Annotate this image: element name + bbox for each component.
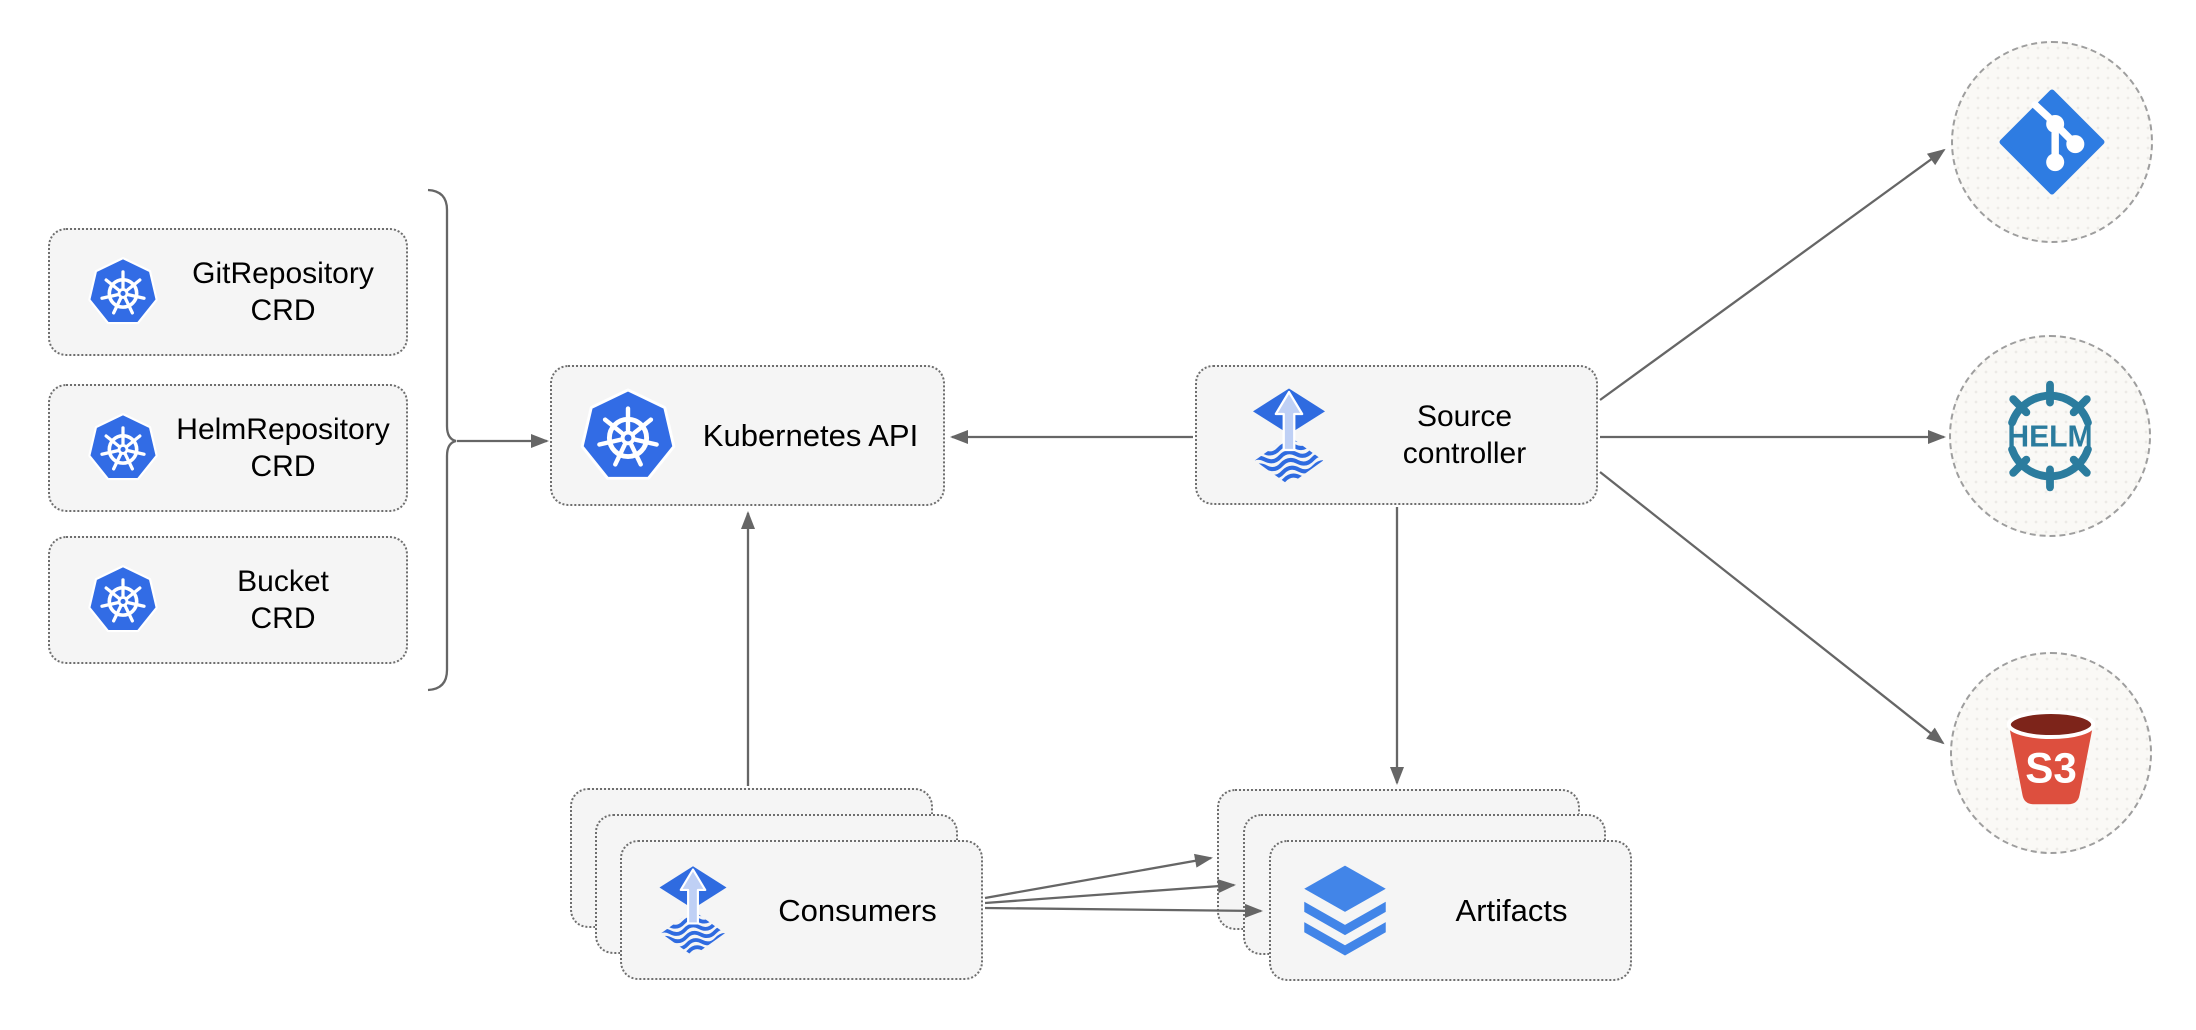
kubernetes-icon (86, 256, 160, 328)
artifacts-label: Artifacts (1455, 893, 1568, 928)
flux-icon (652, 863, 734, 957)
consumers-box: Consumers (620, 840, 983, 980)
source-controller-line1: Source (1416, 400, 1513, 433)
s3-source-circle: S3 (1950, 652, 2152, 854)
kubernetes-api-box: Kubernetes API (550, 365, 945, 506)
kubernetes-icon (578, 387, 678, 485)
crd-box-bucket-label: Bucket CRD (160, 563, 406, 637)
source-controller-box: Source controller (1195, 365, 1598, 505)
crd-box-helmrepository: HelmRepository CRD (48, 384, 408, 512)
s3-logo-text: S3 (2025, 745, 2077, 792)
source-controller-line2: controller (1402, 437, 1527, 470)
s3-bucket-icon: S3 (1994, 696, 2108, 810)
crd-label-line1: HelmRepository (176, 413, 390, 446)
source-controller-label: Source controller (1333, 398, 1596, 472)
kubernetes-icon (86, 564, 160, 636)
artifacts-box: Artifacts (1269, 840, 1632, 981)
crd-grouping-bracket (427, 188, 457, 692)
crd-box-helmrepository-label: HelmRepository CRD (160, 411, 406, 485)
layers-icon (1297, 861, 1393, 961)
helm-logo-text: HELM (2007, 421, 2092, 454)
crd-label-line1: Bucket (237, 565, 329, 598)
crd-box-gitrepository-label: GitRepository CRD (160, 255, 406, 329)
kubernetes-icon (86, 412, 160, 484)
arrow-source-controller-to-git (1599, 148, 1946, 401)
arrow-consumers-to-artifacts-1 (984, 853, 1213, 900)
flux-icon (1245, 385, 1333, 486)
consumers-label: Consumers (778, 892, 937, 928)
crd-box-gitrepository: GitRepository CRD (48, 228, 408, 356)
helm-icon: HELM (2007, 380, 2093, 492)
crd-box-bucket: Bucket CRD (48, 536, 408, 664)
crd-label-line1: GitRepository (192, 257, 374, 290)
crd-label-line2: CRD (250, 294, 316, 327)
helm-source-circle: HELM (1949, 335, 2151, 537)
git-icon (1999, 89, 2105, 195)
crd-label-line2: CRD (250, 602, 316, 635)
arrow-consumers-to-artifacts-2 (984, 879, 1236, 905)
kubernetes-api-label: Kubernetes API (702, 418, 919, 453)
arrow-source-controller-to-s3 (1599, 471, 1945, 745)
crd-label-line2: CRD (250, 450, 316, 483)
git-source-circle (1951, 41, 2153, 243)
